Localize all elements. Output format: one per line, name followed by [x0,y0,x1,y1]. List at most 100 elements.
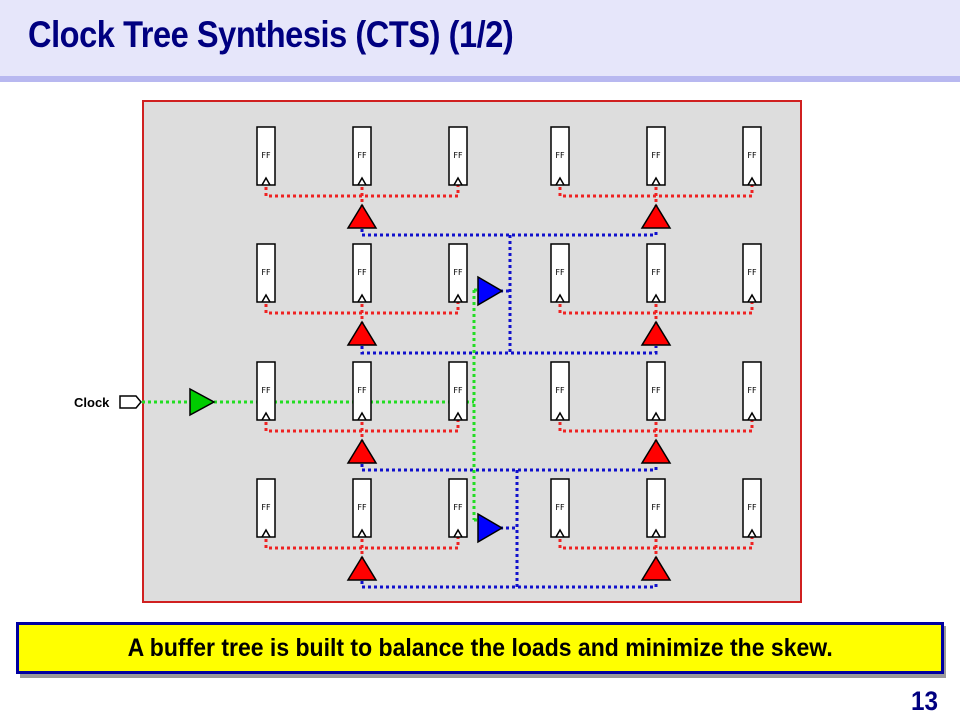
intermediate-clock-wires [360,229,658,589]
clock-pin-icon [357,411,367,421]
flip-flop: FF [352,243,372,303]
clock-pin-icon [453,528,463,538]
intermediate-buffer-icon [477,512,504,544]
flip-flop-body [256,126,276,186]
flip-flop: FF [646,243,666,303]
leaf-buffer-icon [346,320,378,346]
leaf-buffer-icon [346,203,378,229]
flip-flop-body [742,361,762,421]
flip-flop: FF [256,478,276,538]
leaf-buffer-icon [346,555,378,581]
clock-pin-icon [357,176,367,186]
flip-flop: FF [256,243,276,303]
clock-pin-icon [747,528,757,538]
clock-pin-icon [651,411,661,421]
flip-flop: FF [550,478,570,538]
clock-pin-icon [261,176,271,186]
flip-flop-body [256,243,276,303]
clock-pin-icon [747,176,757,186]
flip-flop-label: FF [261,268,271,277]
flip-flop: FF [646,126,666,186]
flip-flop-label: FF [261,386,271,395]
intermediate-buffer-icon [477,275,504,307]
clock-pin-icon [555,176,565,186]
clock-pin-icon [555,293,565,303]
flip-flop-label: FF [453,268,463,277]
leaf-buffer-icon [640,203,672,229]
page-number: 13 [910,686,938,716]
clock-pin-icon [453,411,463,421]
flip-flop-body [550,126,570,186]
clock-input-pin-icon [119,395,142,409]
clock-pin-icon [357,293,367,303]
flip-flop-label: FF [357,268,367,277]
clock-buffers [189,203,672,581]
flip-flop: FF [352,478,372,538]
flip-flop: FF [256,361,276,421]
flip-flop-label: FF [651,503,661,512]
clock-pin-icon [453,176,463,186]
clock-pin-icon [651,528,661,538]
flip-flop: FF [550,126,570,186]
clock-pin-icon [747,411,757,421]
flip-flop: FF [352,126,372,186]
flip-flop: FF [550,243,570,303]
clock-port: Clock [74,395,142,410]
flip-flop-body [352,243,372,303]
flip-flop-body [256,361,276,421]
clock-pin-icon [555,411,565,421]
leaf-buffer-icon [346,438,378,464]
flip-flop: FF [256,126,276,186]
caption-text: A buffer tree is built to balance the lo… [127,633,833,662]
flip-flop-body [742,478,762,538]
flip-flop: FF [352,361,372,421]
flip-flop-label: FF [651,151,661,160]
clock-pin-icon [651,176,661,186]
flip-flop-body [550,361,570,421]
flip-flop-label: FF [261,151,271,160]
flip-flop: FF [646,478,666,538]
flip-flop-label: FF [453,151,463,160]
flip-flop-label: FF [747,503,757,512]
flip-flop-label: FF [555,503,565,512]
slide-title: Clock Tree Synthesis (CTS) (1/2) [28,14,514,55]
flip-flop: FF [448,478,468,538]
flip-flop-body [448,243,468,303]
flip-flop-label: FF [453,386,463,395]
clock-pin-icon [747,293,757,303]
intermediate-clock-net [360,581,658,589]
flip-flop-label: FF [651,386,661,395]
flip-flop: FF [646,361,666,421]
flip-flop-label: FF [747,151,757,160]
clock-pin-icon [453,293,463,303]
leaf-buffer-icon [640,320,672,346]
clock-pin-icon [261,293,271,303]
leaf-buffer-icon [640,555,672,581]
flip-flop-body [550,478,570,538]
root-buffer-icon [189,387,216,417]
flip-flop: FF [448,243,468,303]
leaf-clock-wires [264,181,754,558]
flip-flop-body [448,478,468,538]
flip-flop-body [742,243,762,303]
flip-flop-label: FF [747,268,757,277]
clock-pin-icon [357,528,367,538]
flip-flop-body [550,243,570,303]
flip-flop-body [646,126,666,186]
clock-port-label: Clock [74,395,110,410]
flip-flop-label: FF [747,386,757,395]
flip-flop: FF [742,478,762,538]
flip-flop-body [448,361,468,421]
flip-flop-label: FF [357,386,367,395]
flip-flop: FF [550,361,570,421]
header-divider [0,76,960,82]
flip-flop-body [352,478,372,538]
intermediate-clock-net [360,464,658,472]
flip-flop-body [352,126,372,186]
flip-flop-label: FF [555,151,565,160]
flip-flop-label: FF [261,503,271,512]
flip-flop-label: FF [357,151,367,160]
leaf-buffer-icon [640,438,672,464]
flip-flop-array: FF FF FF FF FF FF FF FF FF FF FF FF FF FF FF FF FF FF FF FF… [256,126,762,538]
